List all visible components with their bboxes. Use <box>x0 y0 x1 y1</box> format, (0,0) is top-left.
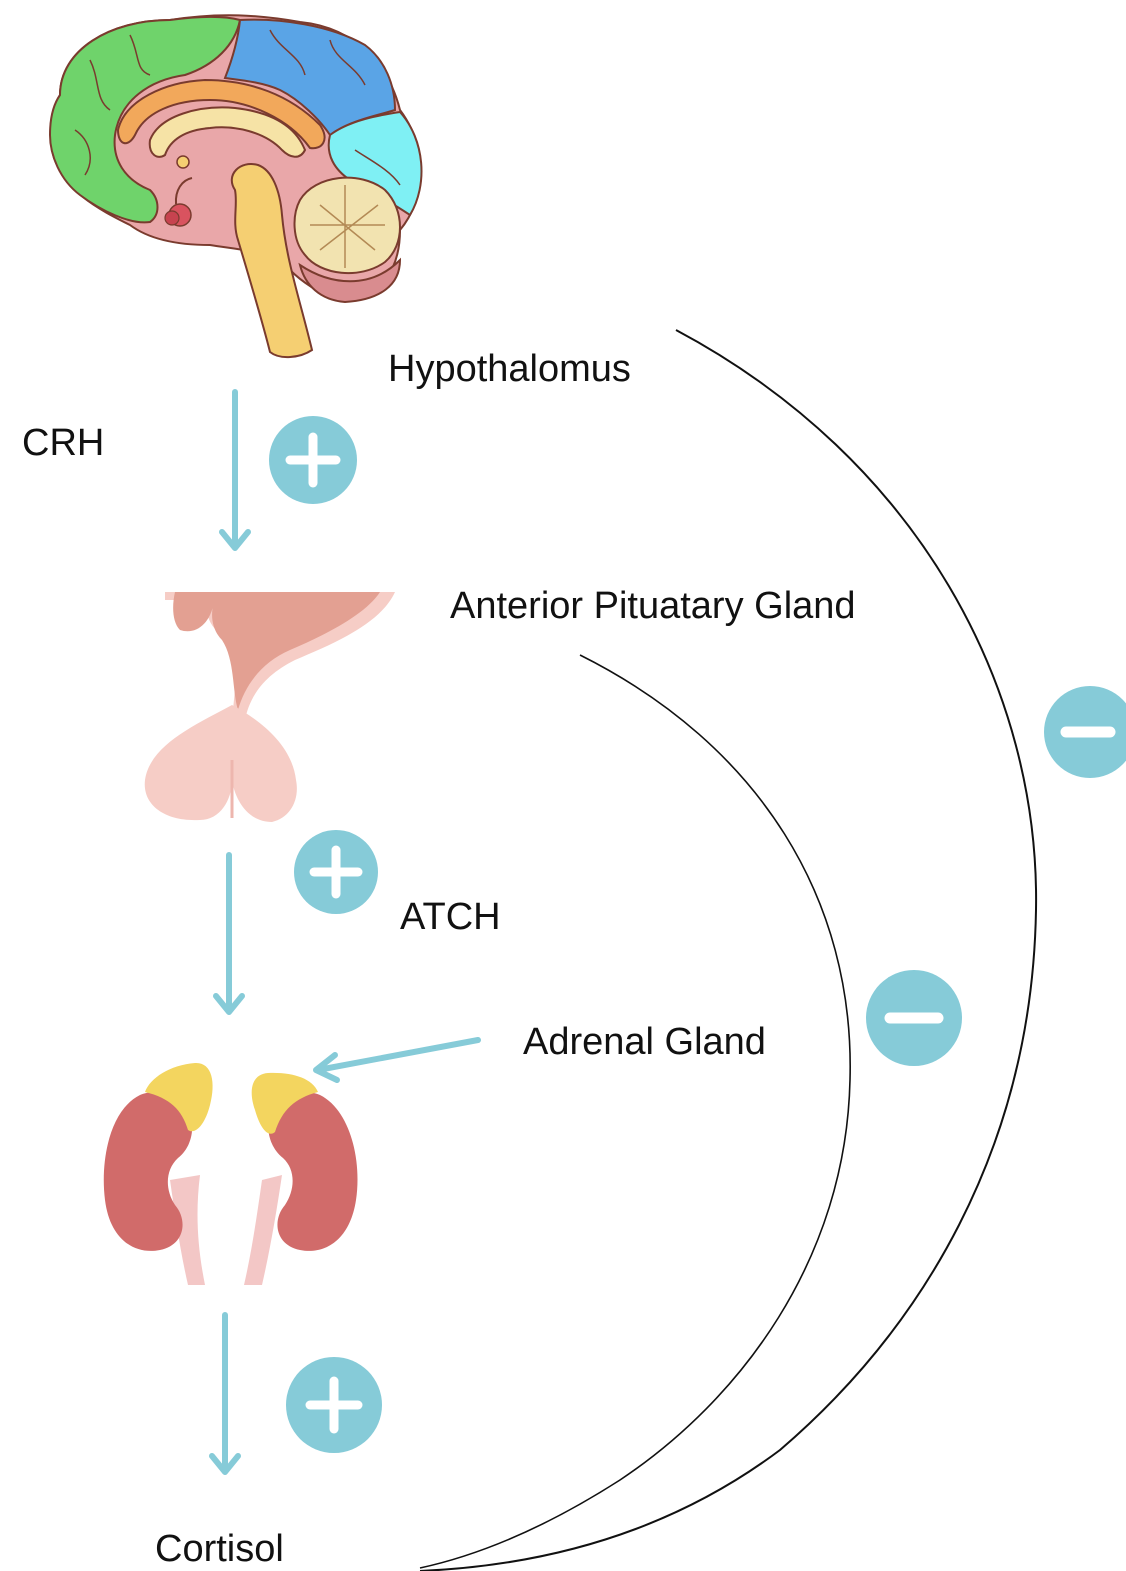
hypothalamus-label: Hypothalomus <box>388 350 631 388</box>
cortisol-arrow <box>212 1315 238 1472</box>
adrenal-pointer-arrow <box>316 1040 478 1080</box>
cortisol-label: Cortisol <box>155 1530 284 1568</box>
feedback-curve-inner <box>420 655 850 1568</box>
kidney-left <box>104 1092 192 1251</box>
kidneys-icon <box>104 1063 358 1285</box>
plus-icon-crh <box>269 416 357 504</box>
minus-icon-outer-feedback <box>1044 686 1126 778</box>
anterior-pituitary-label: Anterior Pituatary Gland <box>450 587 856 625</box>
minus-icon-inner-feedback <box>866 970 962 1066</box>
ureter-right <box>244 1175 282 1285</box>
plus-icon-atch <box>294 830 378 914</box>
atch-arrow <box>216 855 242 1012</box>
plus-icon-cortisol <box>286 1357 382 1453</box>
crh-label: CRH <box>22 424 104 462</box>
atch-label: ATCH <box>400 898 501 936</box>
adrenal-gland-label: Adrenal Gland <box>523 1023 766 1061</box>
crh-arrow <box>222 392 248 548</box>
pituitary-gland-icon <box>145 592 395 822</box>
brain-icon <box>50 15 421 357</box>
